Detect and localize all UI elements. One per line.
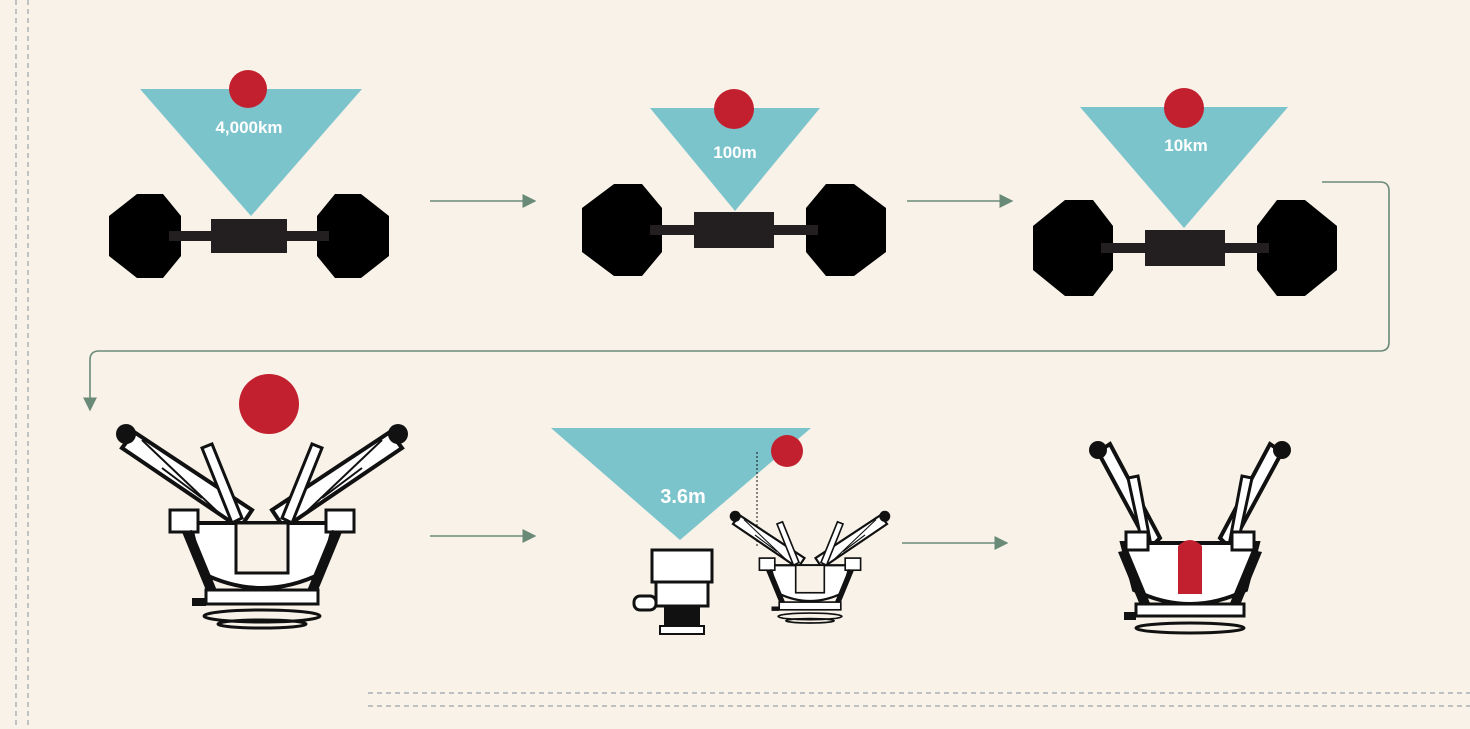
satellite-icon <box>582 184 886 276</box>
chaser-satellite-icon <box>632 548 714 635</box>
capture-mechanism-closed-icon <box>1089 441 1291 635</box>
bottom-dashed-rule <box>368 692 1470 707</box>
step-1: 4,000km <box>109 70 389 278</box>
satellite-icon <box>109 194 389 278</box>
target-debris <box>771 435 803 467</box>
step-6 <box>1089 441 1291 635</box>
target-debris <box>229 70 267 108</box>
distance-label: 4,000km <box>215 118 282 137</box>
step-2: 100m <box>582 89 886 276</box>
distance-label: 3.6m <box>660 486 706 508</box>
detection-cone <box>1080 107 1288 228</box>
satellite-icon <box>1033 200 1337 296</box>
step-4 <box>114 374 410 630</box>
step-5: 3.6m <box>551 428 892 635</box>
detection-cone <box>650 108 820 211</box>
detection-cone <box>551 428 811 540</box>
detection-cone <box>140 89 362 216</box>
arrow-3-to-4 <box>83 181 1390 412</box>
target-debris <box>239 374 299 434</box>
distance-label: 100m <box>713 143 756 162</box>
target-debris <box>714 89 754 129</box>
left-dashed-border <box>15 0 29 729</box>
distance-label: 10km <box>1164 136 1207 155</box>
capture-mechanism-open-icon <box>114 422 410 630</box>
step-3: 10km <box>1033 88 1337 296</box>
captured-debris <box>1178 540 1202 594</box>
flow-arrows <box>83 181 1390 550</box>
capture-mechanism-approach-icon <box>728 509 892 625</box>
target-debris <box>1164 88 1204 128</box>
